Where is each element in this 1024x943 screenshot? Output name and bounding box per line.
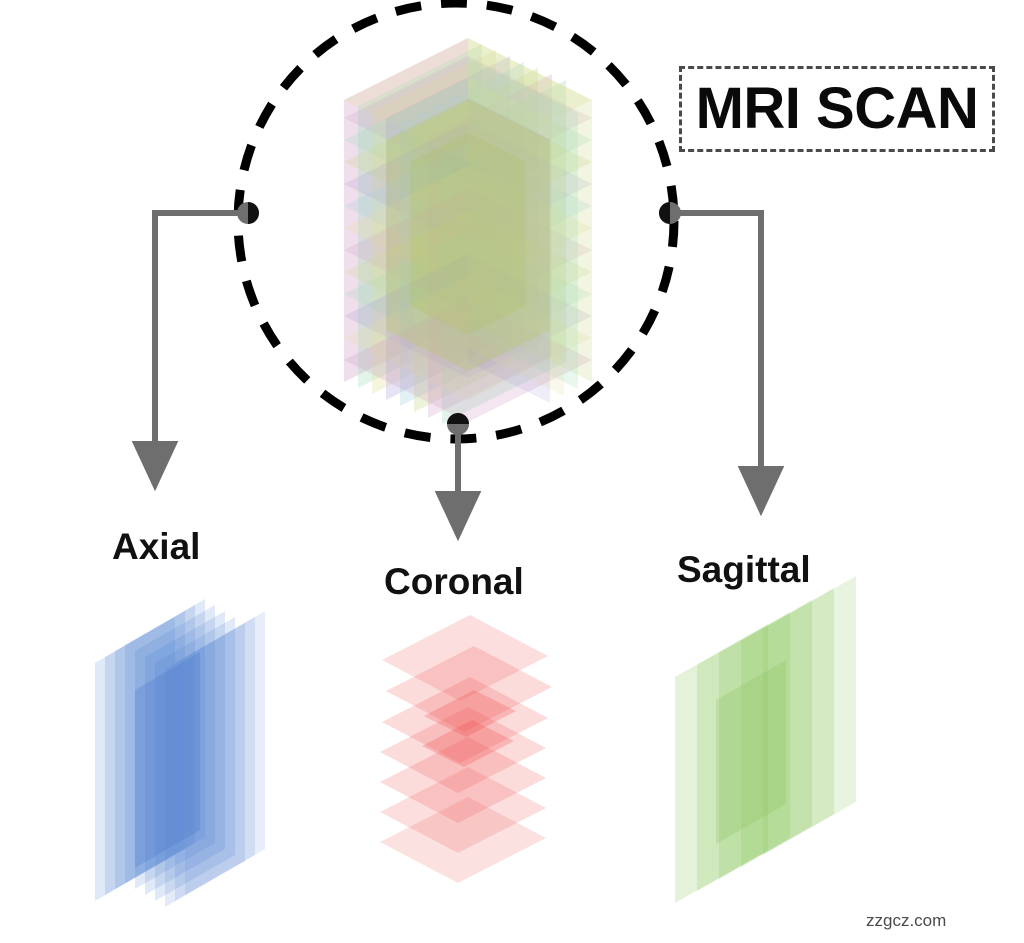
cube-slices-front — [344, 38, 592, 422]
coronal-connector-dot-shade — [447, 413, 469, 424]
coronal-plane-stack — [380, 615, 552, 883]
coronal-core-2 — [422, 720, 514, 767]
cube-slices-right — [468, 38, 592, 403]
sagittal-connector-dot-shade — [659, 202, 670, 224]
axial-connector-line — [131, 210, 248, 492]
coronal-label: Coronal — [384, 561, 524, 602]
sagittal-core — [716, 660, 786, 844]
axial-connector-dot-shade — [248, 202, 259, 224]
coronal-core — [424, 690, 516, 737]
mri-scan-title-text: MRI SCAN — [695, 76, 979, 141]
sagittal-label: Sagittal — [677, 549, 811, 590]
axial-core — [135, 652, 200, 868]
watermark: zzgcz.com — [866, 911, 947, 930]
sagittal-plane-stack — [675, 576, 856, 903]
mri-scan-title-badge: MRI SCAN — [679, 66, 995, 152]
cube-core-glow — [386, 99, 550, 371]
coronal-connector — [434, 413, 482, 542]
cube-core-inner — [410, 133, 526, 335]
sagittal-connector — [659, 202, 785, 517]
axial-plane-stack — [95, 599, 265, 907]
axial-label: Axial — [112, 526, 201, 567]
volume-cube — [344, 38, 592, 424]
cube-slices-depth — [344, 38, 566, 424]
sagittal-connector-line — [670, 210, 785, 517]
axial-connector — [131, 202, 259, 492]
